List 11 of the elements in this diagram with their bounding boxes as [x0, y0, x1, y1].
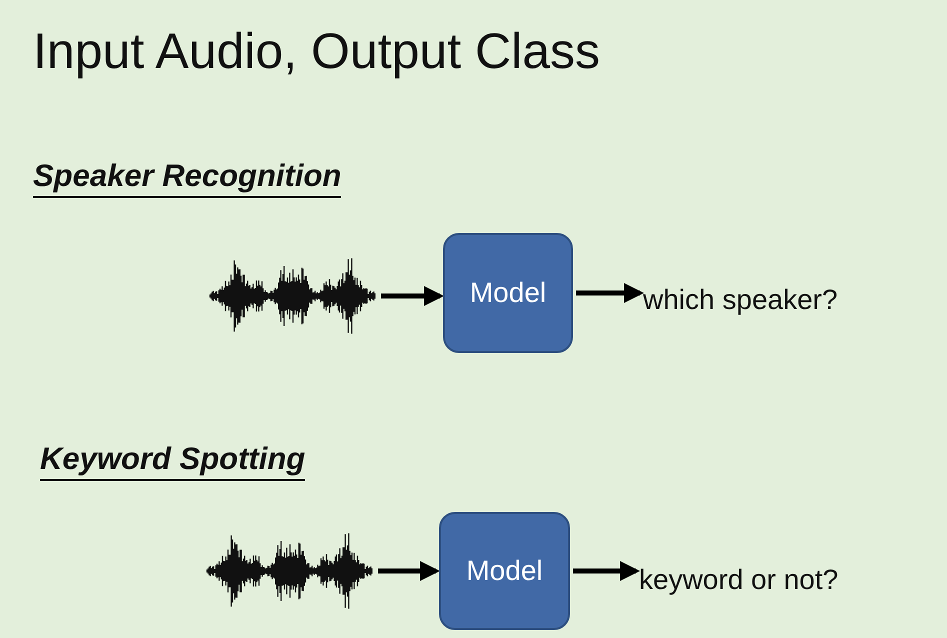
model-box: Model — [443, 233, 573, 353]
section-heading: Speaker Recognition — [33, 158, 342, 198]
arrow — [378, 561, 440, 581]
title: Input Audio, Output Class — [33, 22, 600, 80]
model-box: Model — [439, 512, 570, 630]
arrow — [573, 561, 640, 581]
arrow — [576, 283, 644, 303]
output-text: which speaker? — [643, 277, 873, 323]
output-text: keyword or not? — [639, 557, 879, 603]
section-heading: Keyword Spotting — [40, 441, 306, 481]
arrow — [381, 286, 444, 306]
